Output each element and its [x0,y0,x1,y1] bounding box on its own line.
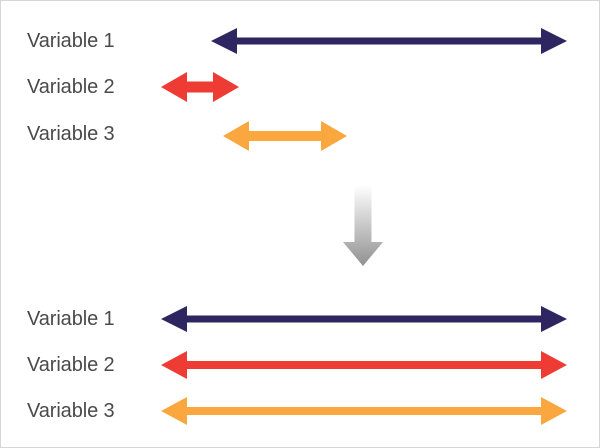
variable-label: Variable 3 [27,123,115,145]
down-arrow-shape [343,185,383,266]
arrow-variable-3-after [161,397,567,425]
arrow-variable-3-after-shape [161,397,567,425]
variable-label: Variable 3 [27,400,115,422]
arrow-variable-3-before [223,121,347,151]
arrow-variable-1-after-shape [161,306,567,332]
down-arrow-icon [343,185,383,266]
arrow-variable-2-before [161,72,239,102]
arrow-variable-1-before-shape [211,28,567,54]
arrow-variable-2-after [161,351,567,379]
variable-label: Variable 1 [27,308,115,330]
arrow-variable-1-after [161,306,567,332]
variable-label: Variable 2 [27,354,115,376]
arrow-variable-1-before [211,28,567,54]
variable-label: Variable 2 [27,76,115,98]
arrow-variable-3-before-shape [223,121,347,151]
arrow-variable-2-before-shape [161,72,239,102]
variable-label: Variable 1 [27,30,115,52]
arrow-variable-2-after-shape [161,351,567,379]
